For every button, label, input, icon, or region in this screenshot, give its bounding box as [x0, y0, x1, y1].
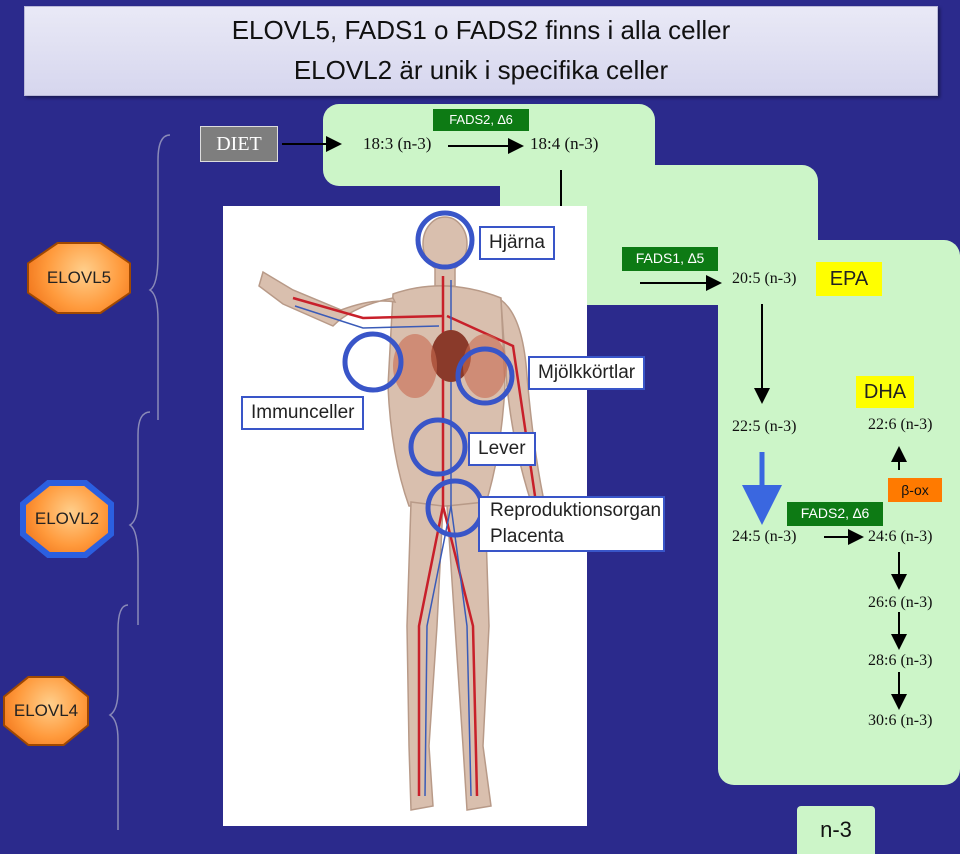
enzyme-fads1-d5: FADS1, ∆5 — [622, 247, 718, 271]
diet-box: DIET — [200, 126, 278, 162]
fa-22-6: 22:6 (n-3) — [868, 416, 933, 433]
fa-18-3: 18:3 (n-3) — [363, 134, 432, 153]
fa-28-6: 28:6 (n-3) — [868, 652, 933, 669]
elovl4-label: ELOVL4 — [5, 678, 87, 744]
title-line-1: ELOVL5, FADS1 o FADS2 finns i alla celle… — [231, 15, 731, 45]
brain-circle — [415, 210, 475, 270]
organ-label-hjarna: Hjärna — [479, 226, 555, 260]
elovl5-label: ELOVL5 — [29, 244, 129, 312]
liver-circle — [408, 417, 468, 477]
bracket-elovl2 — [128, 411, 151, 625]
organ-label-repro-line1: Reproduktionsorgan — [490, 500, 662, 521]
dha-label: DHA — [856, 376, 914, 408]
n3-badge: n-3 — [797, 806, 875, 854]
elovl2-badge: ELOVL2 — [20, 480, 114, 558]
enzyme-fads2-d6-bottom: FADS2, ∆6 — [787, 502, 883, 526]
bracket-elovl4 — [108, 604, 129, 830]
fa-24-5: 24:5 (n-3) — [732, 528, 797, 545]
fa-18-4: 18:4 (n-3) — [530, 134, 599, 153]
fa-22-5: 22:5 (n-3) — [732, 418, 797, 435]
beta-ox-label: β-ox — [888, 478, 942, 502]
organ-label-lever: Lever — [468, 432, 536, 466]
fa-30-6: 30:6 (n-3) — [868, 712, 933, 729]
fa-26-6: 26:6 (n-3) — [868, 594, 933, 611]
title-line-2: ELOVL2 är unik i specifika celler — [293, 55, 669, 85]
organ-label-repro-line2: Placenta — [490, 526, 564, 547]
title-banner: ELOVL5, FADS1 o FADS2 finns i alla celle… — [24, 6, 938, 96]
epa-label: EPA — [816, 262, 882, 296]
elovl2-label: ELOVL2 — [26, 486, 108, 552]
fa-24-6: 24:6 (n-3) — [868, 528, 933, 545]
reproductive-circle — [425, 478, 485, 538]
immune-circle — [342, 331, 404, 393]
enzyme-fads2-d6-top: FADS2, ∆6 — [433, 109, 529, 131]
elovl4-badge: ELOVL4 — [3, 676, 89, 746]
bracket-elovl5 — [148, 134, 171, 420]
mammary-circle — [455, 346, 515, 406]
organ-label-immunceller: Immunceller — [241, 396, 365, 430]
fa-20-5: 20:5 (n-3) — [732, 270, 797, 287]
left-lung-icon — [393, 334, 437, 398]
organ-label-mjolkkortlar: Mjölkkörtlar — [528, 356, 646, 390]
organ-label-repro: Reproduktionsorgan Placenta — [478, 496, 666, 552]
elovl5-badge: ELOVL5 — [27, 242, 131, 314]
